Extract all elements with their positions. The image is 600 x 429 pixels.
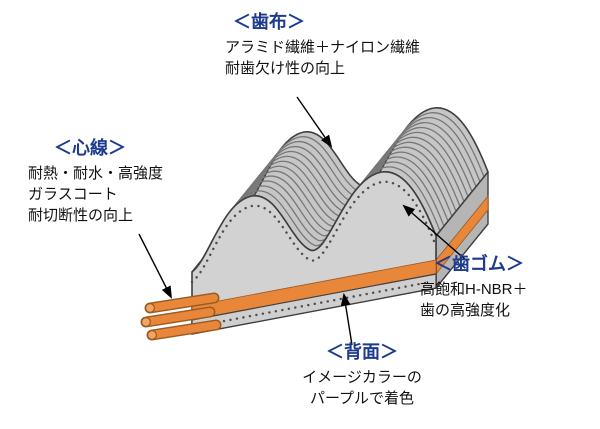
core-wire (144, 292, 220, 314)
label-line: パープルで着色 (309, 390, 415, 407)
label-line: 歯の高強度化 (420, 302, 511, 319)
label-title-tooth-rubber: ＜歯ゴム＞ (434, 254, 524, 274)
leader-arrows (138, 96, 468, 346)
label-line: 耐熱・耐水・高強度 (28, 165, 164, 182)
arrow-tooth-rubber (402, 204, 468, 262)
label-title-back-face: ＜背面＞ (326, 342, 398, 362)
arrow-back-face (340, 292, 353, 346)
back-face-dots (196, 280, 432, 328)
label-title-tooth-fabric: ＜歯布＞ (233, 12, 305, 32)
label-line: ガラスコート (28, 186, 118, 203)
label-title-core-wire: ＜心線＞ (54, 138, 126, 158)
label-line: 高飽和H-NBR＋ (420, 281, 528, 298)
label-back-face: ＜背面＞ イメージカラーの パープルで着色 (292, 340, 432, 409)
core-wire (140, 306, 216, 328)
label-line: アラミド繊維＋ナイロン繊維 (225, 39, 421, 56)
label-line: 耐切断性の向上 (28, 207, 134, 224)
label-tooth-rubber: ＜歯ゴム＞ 高飽和H-NBR＋ 歯の高強度化 (420, 252, 528, 321)
arrow-core-wire (138, 233, 172, 299)
label-core-wire: ＜心線＞ 耐熱・耐水・高強度 ガラスコート 耐切断性の向上 (28, 136, 163, 226)
label-line: イメージカラーの (302, 369, 422, 386)
core-wire (146, 319, 222, 341)
arrow-tooth-fabric (296, 96, 333, 148)
label-tooth-fabric: ＜歯布＞ アラミド繊維＋ナイロン繊維 耐歯欠け性の向上 (225, 10, 420, 79)
label-line: 耐歯欠け性の向上 (225, 60, 346, 77)
core-wires (140, 292, 222, 341)
